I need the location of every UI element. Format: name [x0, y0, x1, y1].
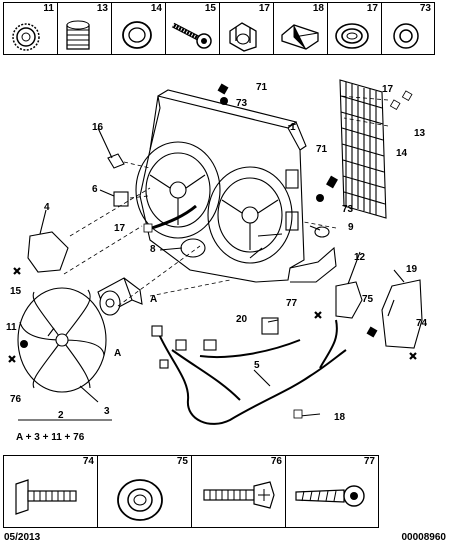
- footer-reference: 00008960: [401, 532, 447, 543]
- part-cell-11: 11: [3, 2, 57, 55]
- callout-75: 75: [362, 294, 374, 305]
- part-number: 15: [204, 3, 216, 14]
- callout-16: 16: [92, 122, 104, 133]
- machine-screw-icon: [203, 481, 275, 509]
- part-cell-77: 77: [285, 455, 379, 528]
- callout-9: 9: [348, 222, 354, 233]
- top-parts-strip: 11 13 14 15 17: [3, 2, 435, 55]
- threaded-plug-icon: [66, 20, 90, 50]
- callout-labels: 1 2 3 4 5 6 8 9 11 12 13 14 15 16 17 17 …: [6, 82, 428, 443]
- seal-ring-icon: [122, 21, 152, 49]
- part-number: 73: [419, 3, 431, 14]
- serrated-washer-icon: [12, 23, 40, 51]
- fan-motor: [97, 277, 143, 316]
- relay-6: [113, 191, 129, 207]
- bottom-parts-strip: 74 75 76 77: [3, 455, 379, 528]
- part-number: 76: [270, 456, 282, 467]
- part-number: 17: [258, 3, 270, 14]
- module-19: [381, 279, 423, 349]
- part-number: 11: [43, 3, 54, 14]
- bracket-4: [27, 231, 69, 273]
- part-cell-15: 15: [165, 2, 219, 55]
- bracket-clip-icon: [281, 24, 319, 50]
- formula: A + 3 + 11 + 76: [16, 432, 85, 443]
- callout-73b: 73: [342, 204, 354, 215]
- callout-74: 74: [416, 318, 428, 329]
- callout-19: 19: [406, 264, 418, 275]
- part-cell-18: 18: [273, 2, 327, 55]
- callout-8: 8: [150, 244, 156, 255]
- callout-17b: 17: [382, 84, 394, 95]
- part-cell-17: 17: [219, 2, 273, 55]
- part-number: 13: [96, 3, 108, 14]
- self-tapping-screw-icon: [295, 485, 365, 507]
- part-cell-75: 75: [97, 455, 191, 528]
- exploded-diagram: 1 2 3 4 5 6 8 9 11 12 13 14 15 16 17 17 …: [6, 79, 428, 443]
- part-number: 77: [363, 456, 375, 467]
- relay-20: [261, 317, 279, 335]
- part-cell-76: 76: [191, 455, 285, 528]
- rubber-grommet-icon: [117, 479, 163, 521]
- part-number: 17: [366, 3, 378, 14]
- fan-shroud: [135, 89, 337, 283]
- callout-13: 13: [414, 128, 426, 139]
- callout-14: 14: [396, 148, 408, 159]
- part-number: 14: [150, 3, 162, 14]
- callout-4: 4: [44, 202, 50, 213]
- grommet-icon: [335, 23, 369, 49]
- callout-A2: A: [150, 294, 157, 305]
- callout-17a: 17: [114, 223, 126, 234]
- callout-6: 6: [92, 184, 98, 195]
- washer-icon: [393, 23, 419, 49]
- part-cell-74: 74: [3, 455, 97, 528]
- screw-icon: [171, 22, 212, 49]
- callout-12: 12: [354, 252, 366, 263]
- sensor-16: [107, 153, 125, 169]
- callout-2: 2: [58, 410, 64, 421]
- flange-bolt-icon: [15, 479, 77, 515]
- callout-71a: 71: [256, 82, 268, 93]
- callout-73a: 73: [236, 98, 248, 109]
- clip-icon: [229, 22, 257, 52]
- callout-18: 18: [334, 412, 346, 423]
- callout-20: 20: [236, 314, 248, 325]
- callout-1: 1: [290, 122, 296, 133]
- callout-77: 77: [286, 298, 298, 309]
- part-number: 74: [82, 456, 94, 467]
- footer-date: 05/2013: [4, 532, 41, 543]
- callout-15: 15: [10, 286, 22, 297]
- part-cell-14: 14: [111, 2, 165, 55]
- part-number: 18: [312, 3, 324, 14]
- part-cell-13: 13: [57, 2, 111, 55]
- module-12: [335, 281, 363, 319]
- radiator: [339, 79, 387, 219]
- part-cell-73: 73: [381, 2, 435, 55]
- accent-markers: [8, 83, 417, 419]
- callout-76: 76: [10, 394, 22, 405]
- callout-A1: A: [114, 348, 121, 359]
- fan-blade: [17, 287, 107, 393]
- callout-11: 11: [6, 322, 17, 333]
- plug-8: [180, 238, 206, 258]
- callout-71b: 71: [316, 144, 328, 155]
- part-number: 75: [176, 456, 188, 467]
- callout-5: 5: [254, 360, 260, 371]
- part-cell-17b: 17: [327, 2, 381, 55]
- callout-3: 3: [104, 406, 110, 417]
